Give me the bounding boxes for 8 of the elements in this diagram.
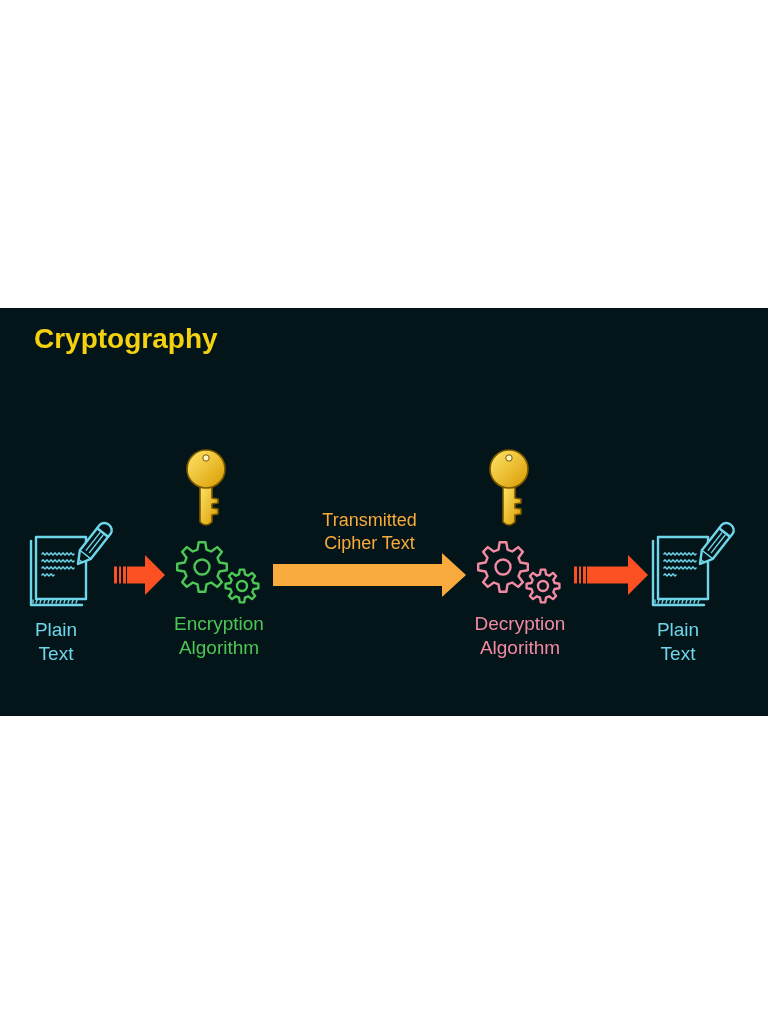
node-label: Encryption Algorithm	[173, 612, 265, 660]
arrow	[114, 555, 165, 595]
arrow	[273, 553, 466, 597]
node-label: Decryption Algorithm	[473, 612, 567, 660]
arrow	[574, 555, 648, 595]
title: Cryptography	[34, 322, 218, 356]
node-label: Plain Text	[655, 618, 701, 666]
node-label: Plain Text	[33, 618, 79, 666]
